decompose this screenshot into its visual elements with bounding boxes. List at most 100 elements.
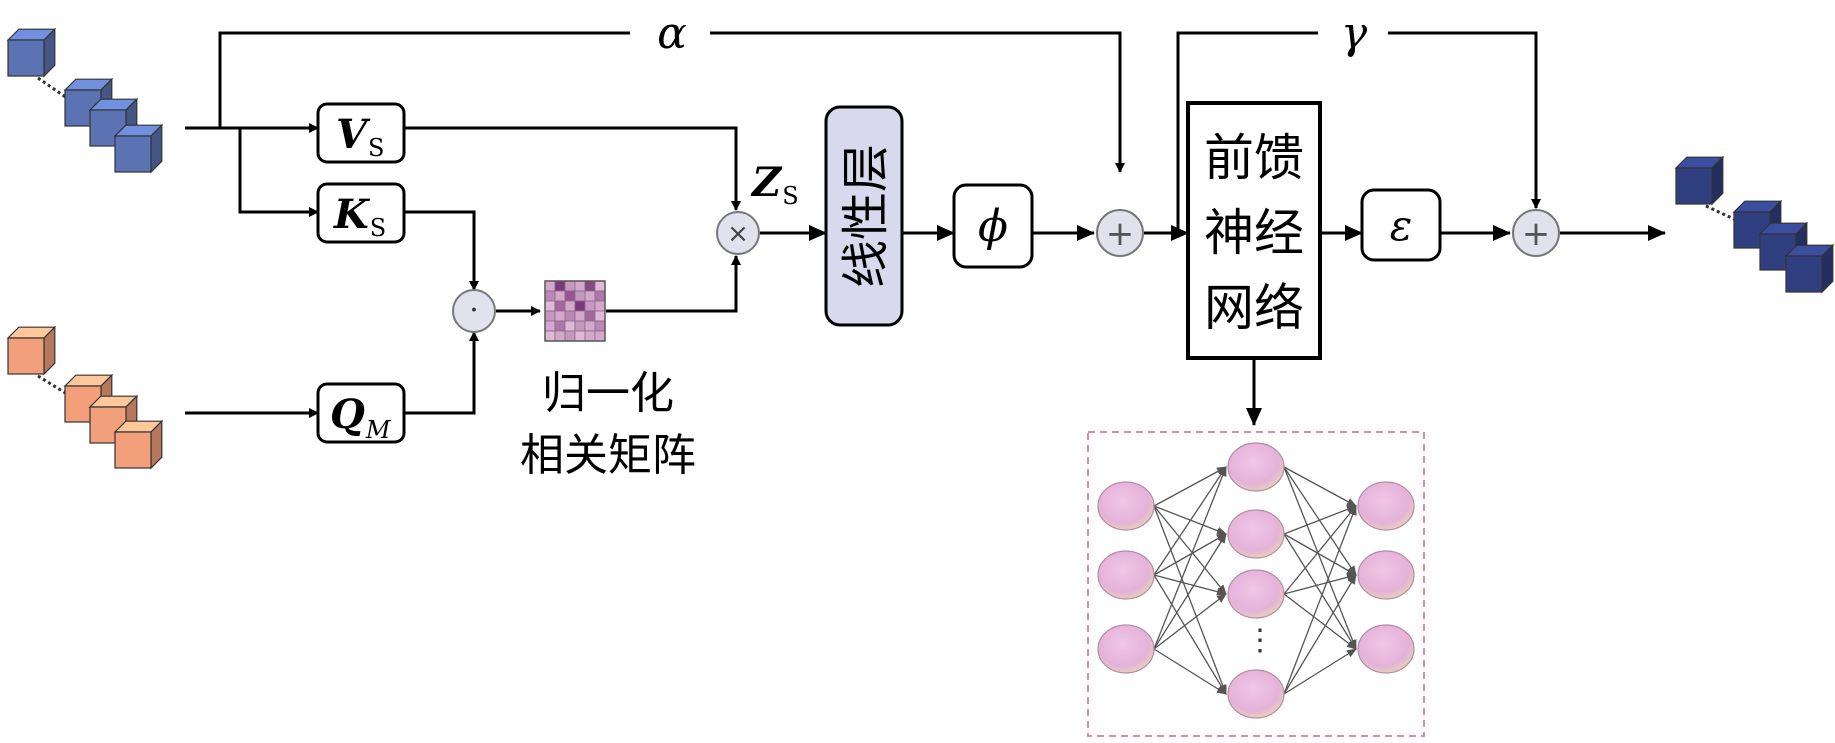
arrow-to-k xyxy=(238,128,319,217)
linear-layer-label: 线性层 xyxy=(838,144,894,288)
feed-forward-network-box: 前馈 神经 网络 xyxy=(1186,101,1322,360)
network-edge xyxy=(1153,505,1227,595)
matrix-cell xyxy=(574,300,586,312)
epsilon-box: ε xyxy=(1360,188,1442,262)
network-edge xyxy=(1153,574,1227,695)
network-edge xyxy=(1153,466,1227,576)
plus-symbol-alpha: + xyxy=(1106,214,1135,254)
matrix-label-line1: 归一化 xyxy=(542,368,674,419)
matrix-cell xyxy=(544,310,556,322)
matrix-cell xyxy=(564,300,576,312)
q-subscript: M xyxy=(365,416,392,444)
multiply-circle xyxy=(716,211,760,255)
network-edge xyxy=(1283,574,1357,695)
network-edge xyxy=(1283,593,1357,650)
matrix-cell xyxy=(594,310,606,322)
matrix-cell xyxy=(564,290,576,302)
normalized-correlation-matrix xyxy=(544,280,606,342)
network-edge xyxy=(1283,466,1357,650)
matrix-cell xyxy=(574,320,586,332)
neuron xyxy=(1357,481,1415,531)
matrix-cell xyxy=(594,330,606,342)
network-edge xyxy=(1153,466,1227,507)
multiply-symbol: × xyxy=(727,219,749,249)
k-box-label: KS xyxy=(333,191,386,242)
network-edge xyxy=(1153,533,1227,650)
output-cubes xyxy=(1674,155,1835,294)
matrix-cell xyxy=(544,290,556,302)
network-edge xyxy=(1283,573,1357,595)
matrix-cell xyxy=(574,280,586,292)
matrix-cell xyxy=(594,280,606,292)
cube xyxy=(6,27,57,78)
matrix-cell xyxy=(554,290,566,302)
epsilon-box-frame xyxy=(1360,188,1442,262)
input-cubes xyxy=(6,27,164,174)
matrix-cell xyxy=(594,300,606,312)
network-edge xyxy=(1283,533,1357,576)
k-subscript: S xyxy=(370,214,386,242)
phi-box-frame xyxy=(952,183,1034,269)
q-to-dot xyxy=(404,331,479,415)
z-subscript: S xyxy=(782,182,798,210)
k-symbol: K xyxy=(333,191,371,238)
network-edge xyxy=(1153,593,1227,650)
dot-symbol: · xyxy=(469,293,479,328)
matrix-cell xyxy=(554,320,566,332)
neuron xyxy=(1097,624,1155,674)
z-symbol: Z xyxy=(750,159,783,206)
matrix-cell xyxy=(564,320,576,332)
network-nodes xyxy=(1097,442,1415,719)
matrix-cell xyxy=(584,310,596,322)
matrix-cell xyxy=(584,290,596,302)
network-edge xyxy=(1153,466,1227,650)
matrix-cell xyxy=(564,330,576,342)
dot-operator: · xyxy=(452,289,496,333)
linear-layer-frame xyxy=(824,105,904,327)
matrix-cell xyxy=(574,330,586,342)
matrix-cell xyxy=(584,300,596,312)
matrix-cell xyxy=(554,300,566,312)
v-to-multiply xyxy=(404,126,741,211)
ffn-frame xyxy=(1186,101,1322,360)
network-edge xyxy=(1283,466,1357,576)
phi-box: ϕ xyxy=(952,183,1034,269)
neuron xyxy=(1097,481,1155,531)
query-cubes xyxy=(6,325,164,470)
network-edge xyxy=(1283,505,1357,595)
neuron xyxy=(1227,509,1285,559)
gamma-gap xyxy=(1318,12,1388,52)
network-edge xyxy=(1283,505,1357,695)
neuron xyxy=(1227,569,1285,619)
matrix-to-multiply xyxy=(606,255,741,313)
matrix-cell xyxy=(544,330,556,342)
q-symbol: Q xyxy=(330,391,365,438)
matrix-cell xyxy=(584,280,596,292)
plus-operator-alpha: + xyxy=(1096,209,1144,257)
matrix-cell xyxy=(554,310,566,322)
alpha-gap xyxy=(630,12,710,52)
v-subscript: S xyxy=(368,134,384,162)
cube xyxy=(113,419,164,470)
dot-circle xyxy=(452,289,496,333)
matrix-border xyxy=(544,280,606,342)
network-ellipsis: ⋮ xyxy=(1245,623,1275,658)
network-edge xyxy=(1153,505,1227,695)
plus-operator-gamma: + xyxy=(1512,209,1560,257)
zs-label: ZS xyxy=(750,159,799,210)
cube xyxy=(6,325,57,376)
connectors xyxy=(185,31,1666,426)
v-symbol: V xyxy=(336,111,371,158)
q-box-frame xyxy=(316,382,406,444)
neuron xyxy=(1357,624,1415,674)
plus-symbol-gamma: + xyxy=(1522,214,1551,254)
gamma-label: γ xyxy=(1341,8,1368,59)
neuron xyxy=(1097,550,1155,600)
network-edge xyxy=(1283,466,1357,507)
v-projection-box: VS xyxy=(316,102,406,164)
matrix-cell xyxy=(544,320,556,332)
q-box-label: QM xyxy=(330,391,392,444)
v-box-label: VS xyxy=(336,111,385,162)
